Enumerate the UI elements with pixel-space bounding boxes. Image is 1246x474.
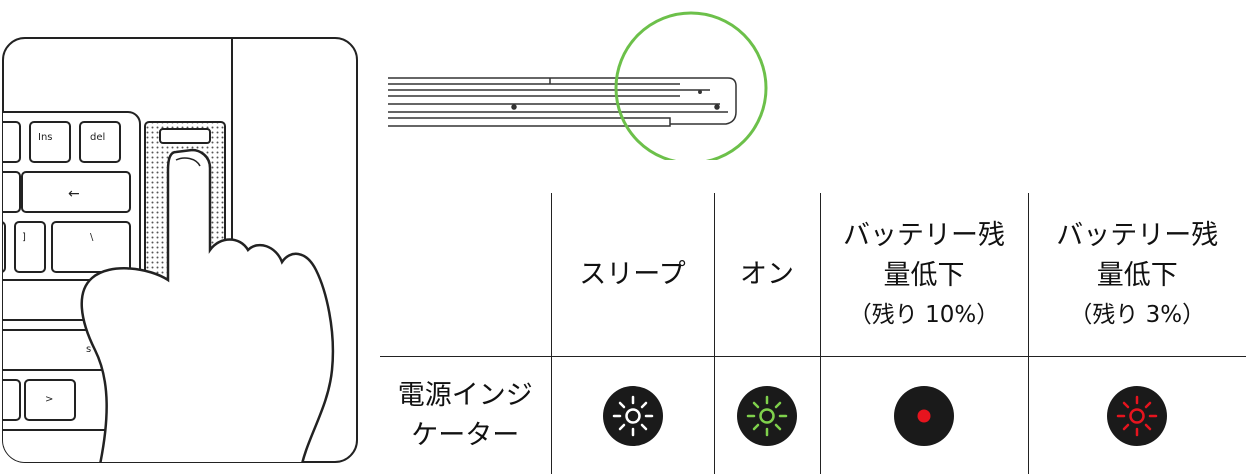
- table-header-row: スリープ オン バッテリー残 量低下 （残り 10%） バッテリー残 量低下 （…: [380, 193, 1246, 357]
- keyboard-fingerprint-illustration: Ins del ← ] \ > s: [2, 37, 358, 463]
- key-bracket: ]: [22, 232, 26, 243]
- row-label-power-indicator: 電源インジ ケーター: [397, 379, 533, 451]
- key-backspace: ←: [68, 186, 80, 202]
- key-s: s: [86, 344, 91, 355]
- cell-sleep-indicator: [550, 356, 714, 474]
- cell-low-battery-3-indicator: [1027, 356, 1246, 474]
- led-highlight-circle: [614, 11, 768, 160]
- key-gt: >: [45, 394, 53, 405]
- led-blinking-red-icon: [1107, 385, 1168, 446]
- cell-low-battery-10-indicator: [819, 356, 1028, 474]
- header-cell-on: オン: [713, 193, 820, 357]
- header-cell-empty: [380, 193, 551, 357]
- header-cell-sleep: スリープ: [550, 193, 714, 357]
- header-cell-low-battery-3: バッテリー残 量低下 （残り 3%）: [1027, 193, 1246, 357]
- led-blinking-white-icon: [602, 385, 663, 446]
- key-del: del: [90, 132, 105, 143]
- key-backslash: \: [90, 232, 94, 243]
- table-row-power-indicator: 電源インジ ケーター: [380, 356, 1246, 474]
- laptop-side-view-illustration: [388, 11, 768, 160]
- led-blinking-green-icon: [737, 385, 797, 446]
- power-indicator-status-table: スリープ オン バッテリー残 量低下 （残り 10%） バッテリー残 量低下 （…: [380, 193, 1246, 474]
- cell-on-indicator: [713, 356, 820, 474]
- key-ins: Ins: [38, 132, 53, 143]
- header-cell-low-battery-10: バッテリー残 量低下 （残り 10%）: [819, 193, 1028, 357]
- led-solid-red-icon: [894, 385, 954, 446]
